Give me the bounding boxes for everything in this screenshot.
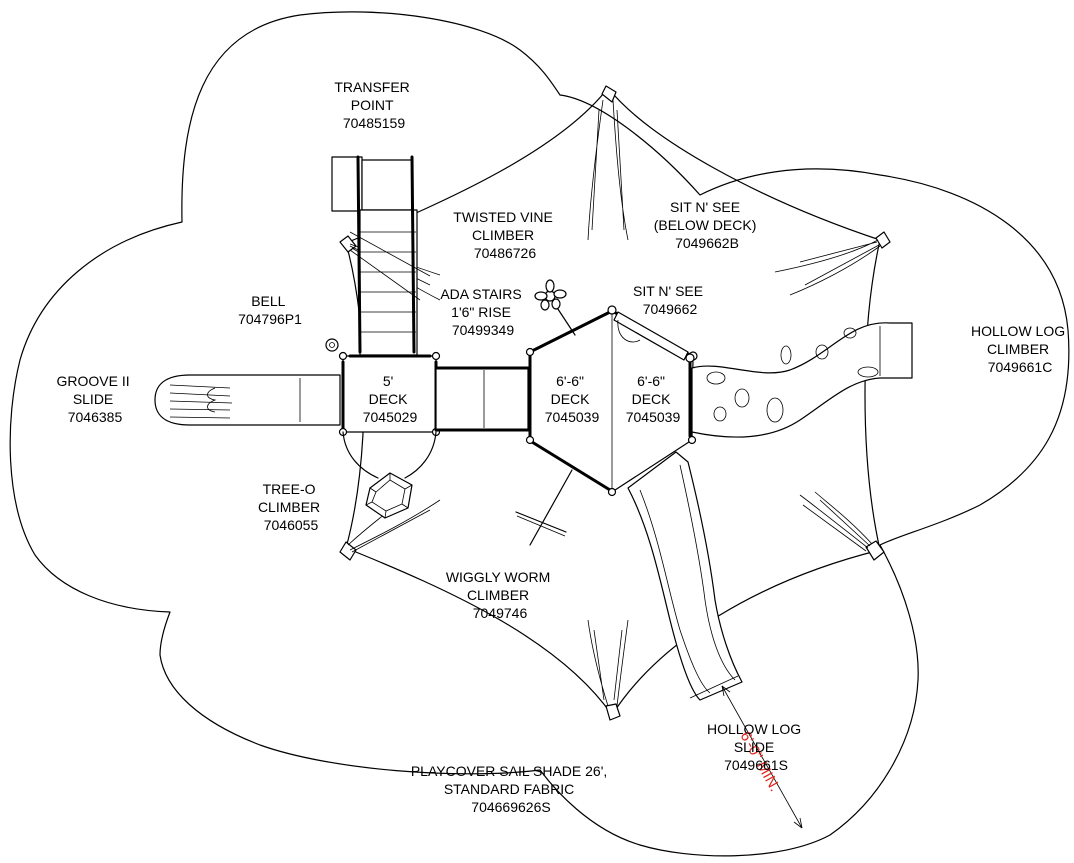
sail-corner-right-bottom bbox=[799, 491, 885, 561]
use-zone-boundary bbox=[9, 11, 1070, 857]
sail-corner-top bbox=[587, 85, 629, 241]
label-groove-slide: GROOVE II SLIDE 7046385 bbox=[56, 373, 133, 425]
tree-o-climber bbox=[342, 431, 437, 519]
label-deck-66-a: 6'-6" DECK 7045039 bbox=[545, 373, 600, 425]
label-transfer-point: TRANSFER POINT 70485159 bbox=[334, 79, 413, 131]
label-twisted-vine: TWISTED VINE CLIMBER 70486726 bbox=[453, 209, 556, 261]
label-hollow-log-climber: HOLLOW LOG CLIMBER 7049661C bbox=[971, 323, 1069, 375]
hollow-log-climber bbox=[691, 322, 913, 438]
label-hollow-log-slide: HOLLOW LOG SLIDE 7049661S bbox=[707, 721, 805, 773]
label-tree-o: TREE-O CLIMBER 7046055 bbox=[258, 481, 324, 533]
label-sit-n-see: SIT N' SEE 7049662 bbox=[633, 283, 707, 317]
hollow-log-slide bbox=[627, 451, 743, 701]
label-playcover: PLAYCOVER SAIL SHADE 26', STANDARD FABRI… bbox=[411, 763, 611, 815]
sail-corner-bottom bbox=[587, 619, 629, 721]
label-ada-stairs: ADA STAIRS 1'6" RISE 70499349 bbox=[440, 286, 525, 338]
label-wiggly-worm: WIGGLY WORM CLIMBER 7049746 bbox=[446, 569, 554, 621]
bell-icon bbox=[325, 338, 339, 352]
label-deck-66-b: 6'-6" DECK 7045039 bbox=[626, 373, 681, 425]
flower-icon bbox=[534, 279, 576, 336]
label-bell: BELL 704796P1 bbox=[238, 293, 302, 327]
deck-66-pair bbox=[525, 305, 698, 497]
wiggly-worm-climber bbox=[515, 469, 573, 546]
transfer-point bbox=[331, 155, 431, 356]
sit-n-see bbox=[613, 311, 689, 361]
groove-slide bbox=[154, 374, 341, 426]
label-deck-5: 5' DECK 7045029 bbox=[363, 373, 418, 425]
label-sit-n-see-below: SIT N' SEE (BELOW DECK) 7049662B bbox=[654, 199, 761, 251]
sail-corner-right-top bbox=[774, 231, 891, 296]
bridge bbox=[434, 366, 530, 432]
